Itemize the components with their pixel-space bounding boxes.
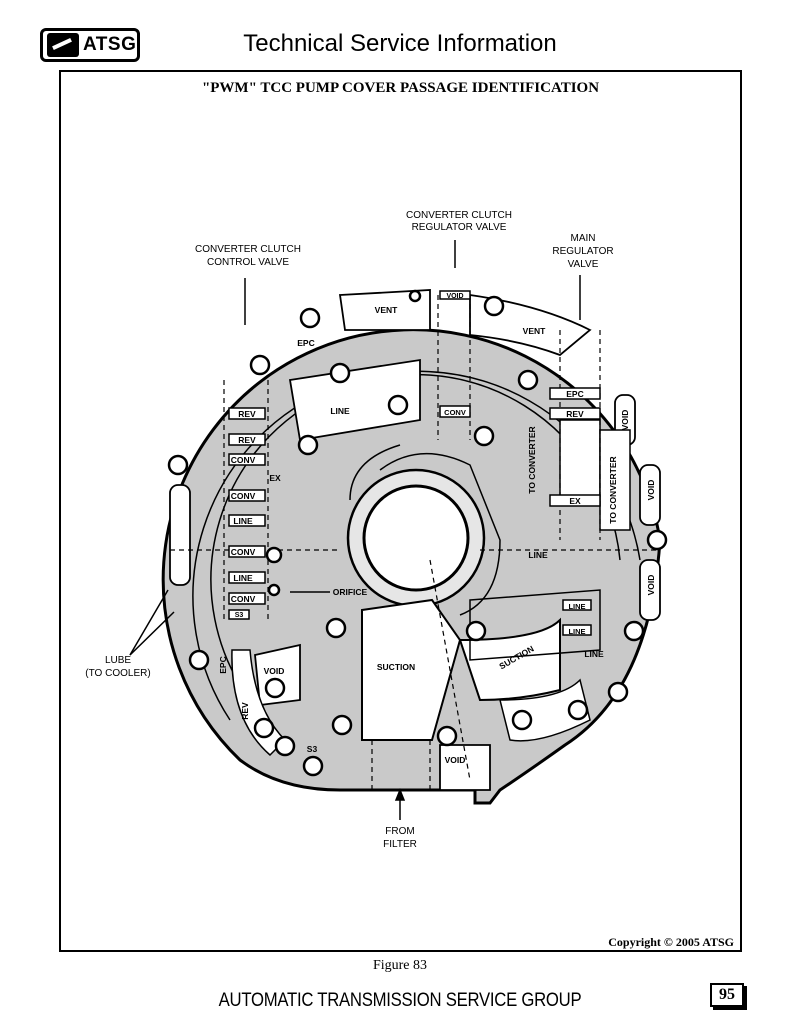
label-rev-left: REV: [240, 702, 250, 720]
center-bore: [362, 484, 470, 592]
label-void-bottom: VOID: [445, 755, 466, 765]
callout-lube-1: LUBE: [105, 655, 131, 666]
logo-text: ATSG: [83, 34, 137, 55]
callout-main-reg-2: REGULATOR: [552, 246, 613, 257]
figure-caption: Figure 83: [372, 958, 428, 973]
label-void-top: VOID: [446, 293, 463, 300]
label-ex-right: EX: [569, 496, 581, 506]
page-header-title: Technical Service Information: [243, 30, 557, 57]
callout-main-reg-3: VALVE: [568, 259, 599, 270]
atsg-logo: ATSG: [40, 28, 140, 62]
label-ex-left: EX: [269, 473, 281, 483]
label-s3-bottom: S3: [307, 744, 318, 754]
callout-main-reg-1: MAIN: [571, 233, 596, 244]
label-line-r1: LINE: [568, 602, 585, 611]
label-void-left: VOID: [264, 666, 285, 676]
page-number: 95: [710, 983, 744, 1007]
label-rev-2: REV: [238, 435, 256, 445]
label-line-2: LINE: [233, 573, 253, 583]
callout-cc-control-2: CONTROL VALVE: [207, 257, 289, 268]
logo-arrow-icon: [47, 33, 79, 57]
label-rev-right: REV: [566, 409, 584, 419]
label-line-upper: LINE: [330, 406, 350, 416]
label-suction-center: SUCTION: [377, 662, 415, 672]
callout-cc-regulator-2: REGULATOR VALVE: [412, 222, 507, 233]
label-vent-2: VENT: [523, 326, 546, 336]
label-void-right-2: VOID: [646, 480, 656, 501]
label-void-right-3: VOID: [646, 575, 656, 596]
callout-lube-2: (TO COOLER): [85, 668, 150, 679]
callout-cc-regulator-1: CONVERTER CLUTCH: [406, 210, 512, 221]
label-line-right: LINE: [528, 550, 548, 560]
label-epc-left: EPC: [218, 656, 228, 673]
label-line-lower-right: LINE: [584, 649, 604, 659]
label-conv-4: CONV: [231, 594, 256, 604]
label-rev-1: REV: [238, 409, 256, 419]
callout-filter-1: FROM: [385, 826, 414, 837]
label-epc-top: EPC: [297, 338, 314, 348]
copyright-note: Copyright © 2005 ATSG: [608, 935, 734, 949]
label-conv-3: CONV: [231, 547, 256, 557]
callout-filter-2: FILTER: [383, 839, 417, 850]
figure-frame: [59, 70, 742, 952]
figure-title: "PWM" TCC PUMP COVER PASSAGE IDENTIFICAT…: [201, 80, 600, 96]
label-orifice: ORIFICE: [333, 587, 368, 597]
footer-org: AUTOMATIC TRANSMISSION SERVICE GROUP: [218, 990, 582, 1011]
label-conv-2: CONV: [231, 491, 256, 501]
label-s3-left: S3: [235, 612, 244, 619]
callout-leaders: [129, 240, 581, 820]
pump-cover-diagram: CONVERTER CLUTCH REGULATOR VALVE CONVERT…: [85, 210, 668, 850]
label-line-1: LINE: [233, 516, 253, 526]
label-to-converter-1: TO CONVERTER: [527, 426, 537, 493]
label-conv-center: CONV: [444, 408, 466, 417]
suction-pocket: [361, 598, 462, 741]
label-epc-right: EPC: [566, 389, 583, 399]
callout-cc-control-1: CONVERTER CLUTCH: [195, 244, 301, 255]
label-vent-1: VENT: [375, 305, 398, 315]
bolt-holes: [167, 289, 668, 777]
label-conv-1: CONV: [231, 455, 256, 465]
label-void-right-1: VOID: [620, 410, 630, 431]
label-line-r2: LINE: [568, 627, 585, 636]
label-to-converter-2: TO CONVERTER: [608, 456, 618, 523]
